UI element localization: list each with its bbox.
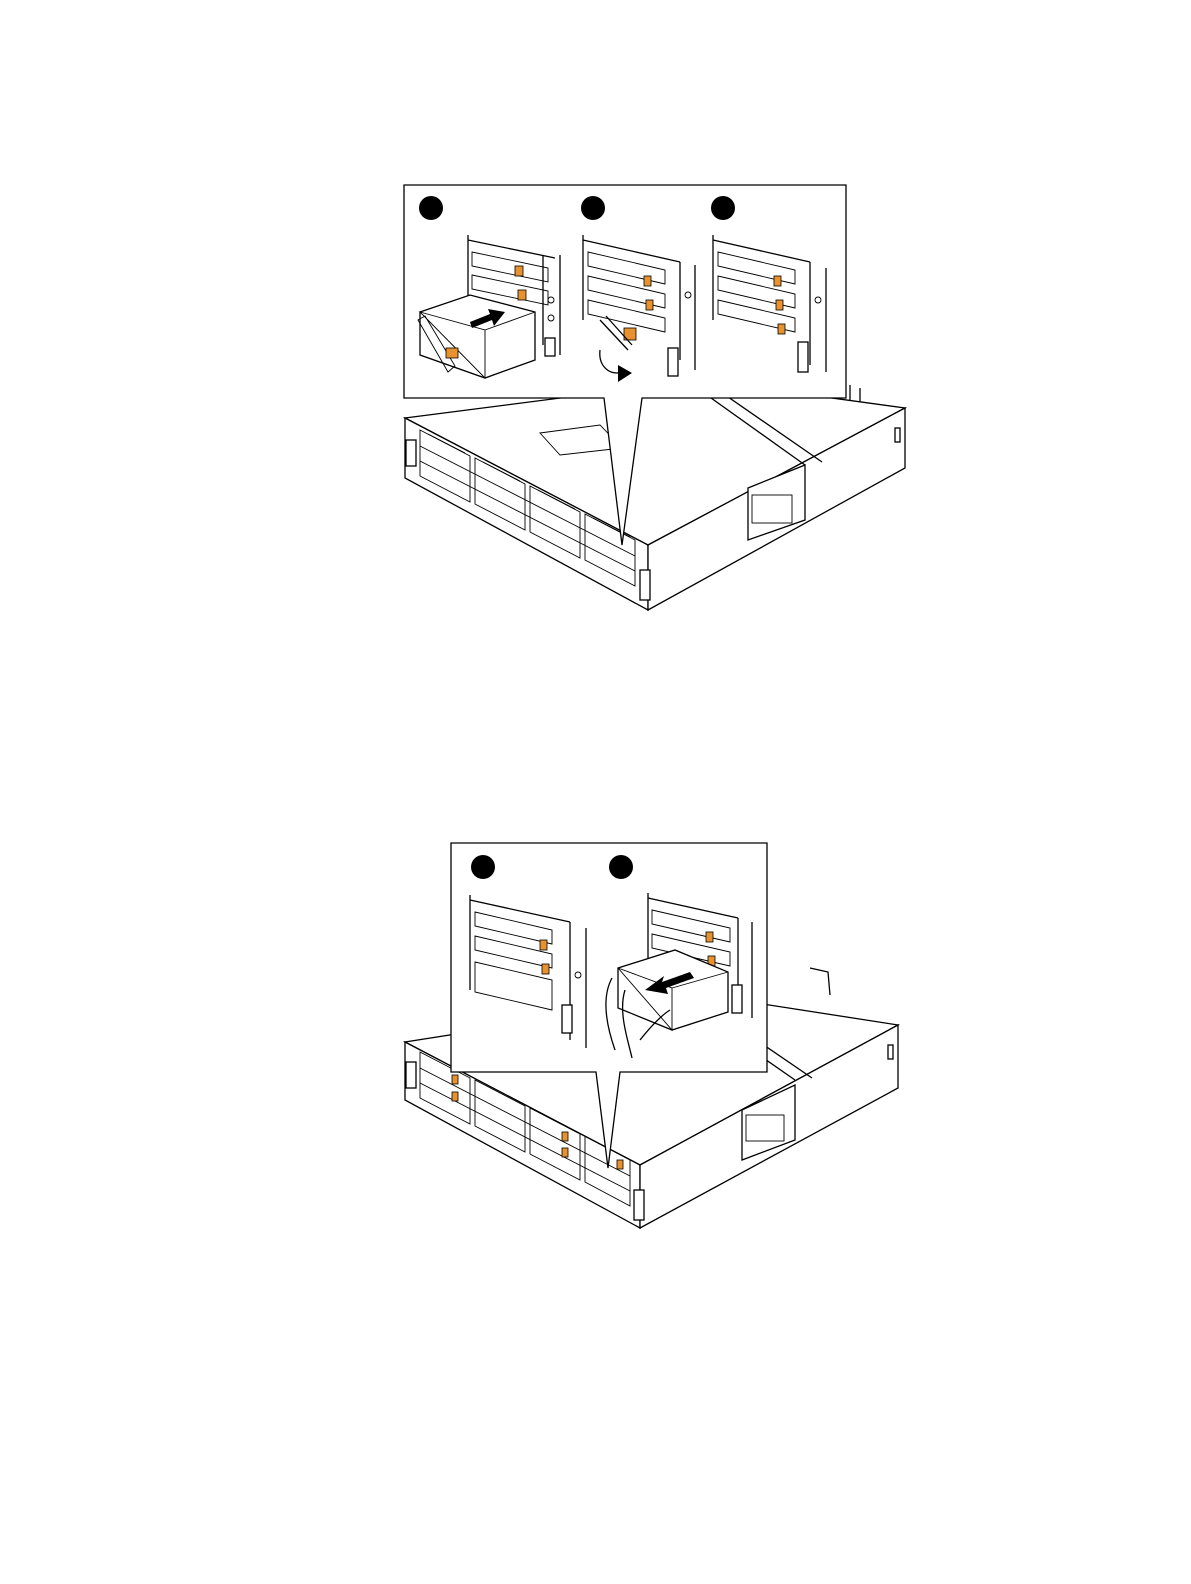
remove-filler-svg [0, 820, 1191, 1240]
server-chassis [405, 380, 905, 610]
install-drive-illustration [0, 0, 1191, 640]
step-2-marker [581, 196, 605, 220]
step-3-marker [711, 196, 735, 220]
latch-icon [515, 266, 523, 276]
step-1-marker [471, 855, 495, 879]
remove-filler-illustration [0, 820, 1191, 1240]
install-drive-svg [0, 0, 1191, 640]
step-2-marker [609, 855, 633, 879]
step-1-marker [419, 196, 443, 220]
